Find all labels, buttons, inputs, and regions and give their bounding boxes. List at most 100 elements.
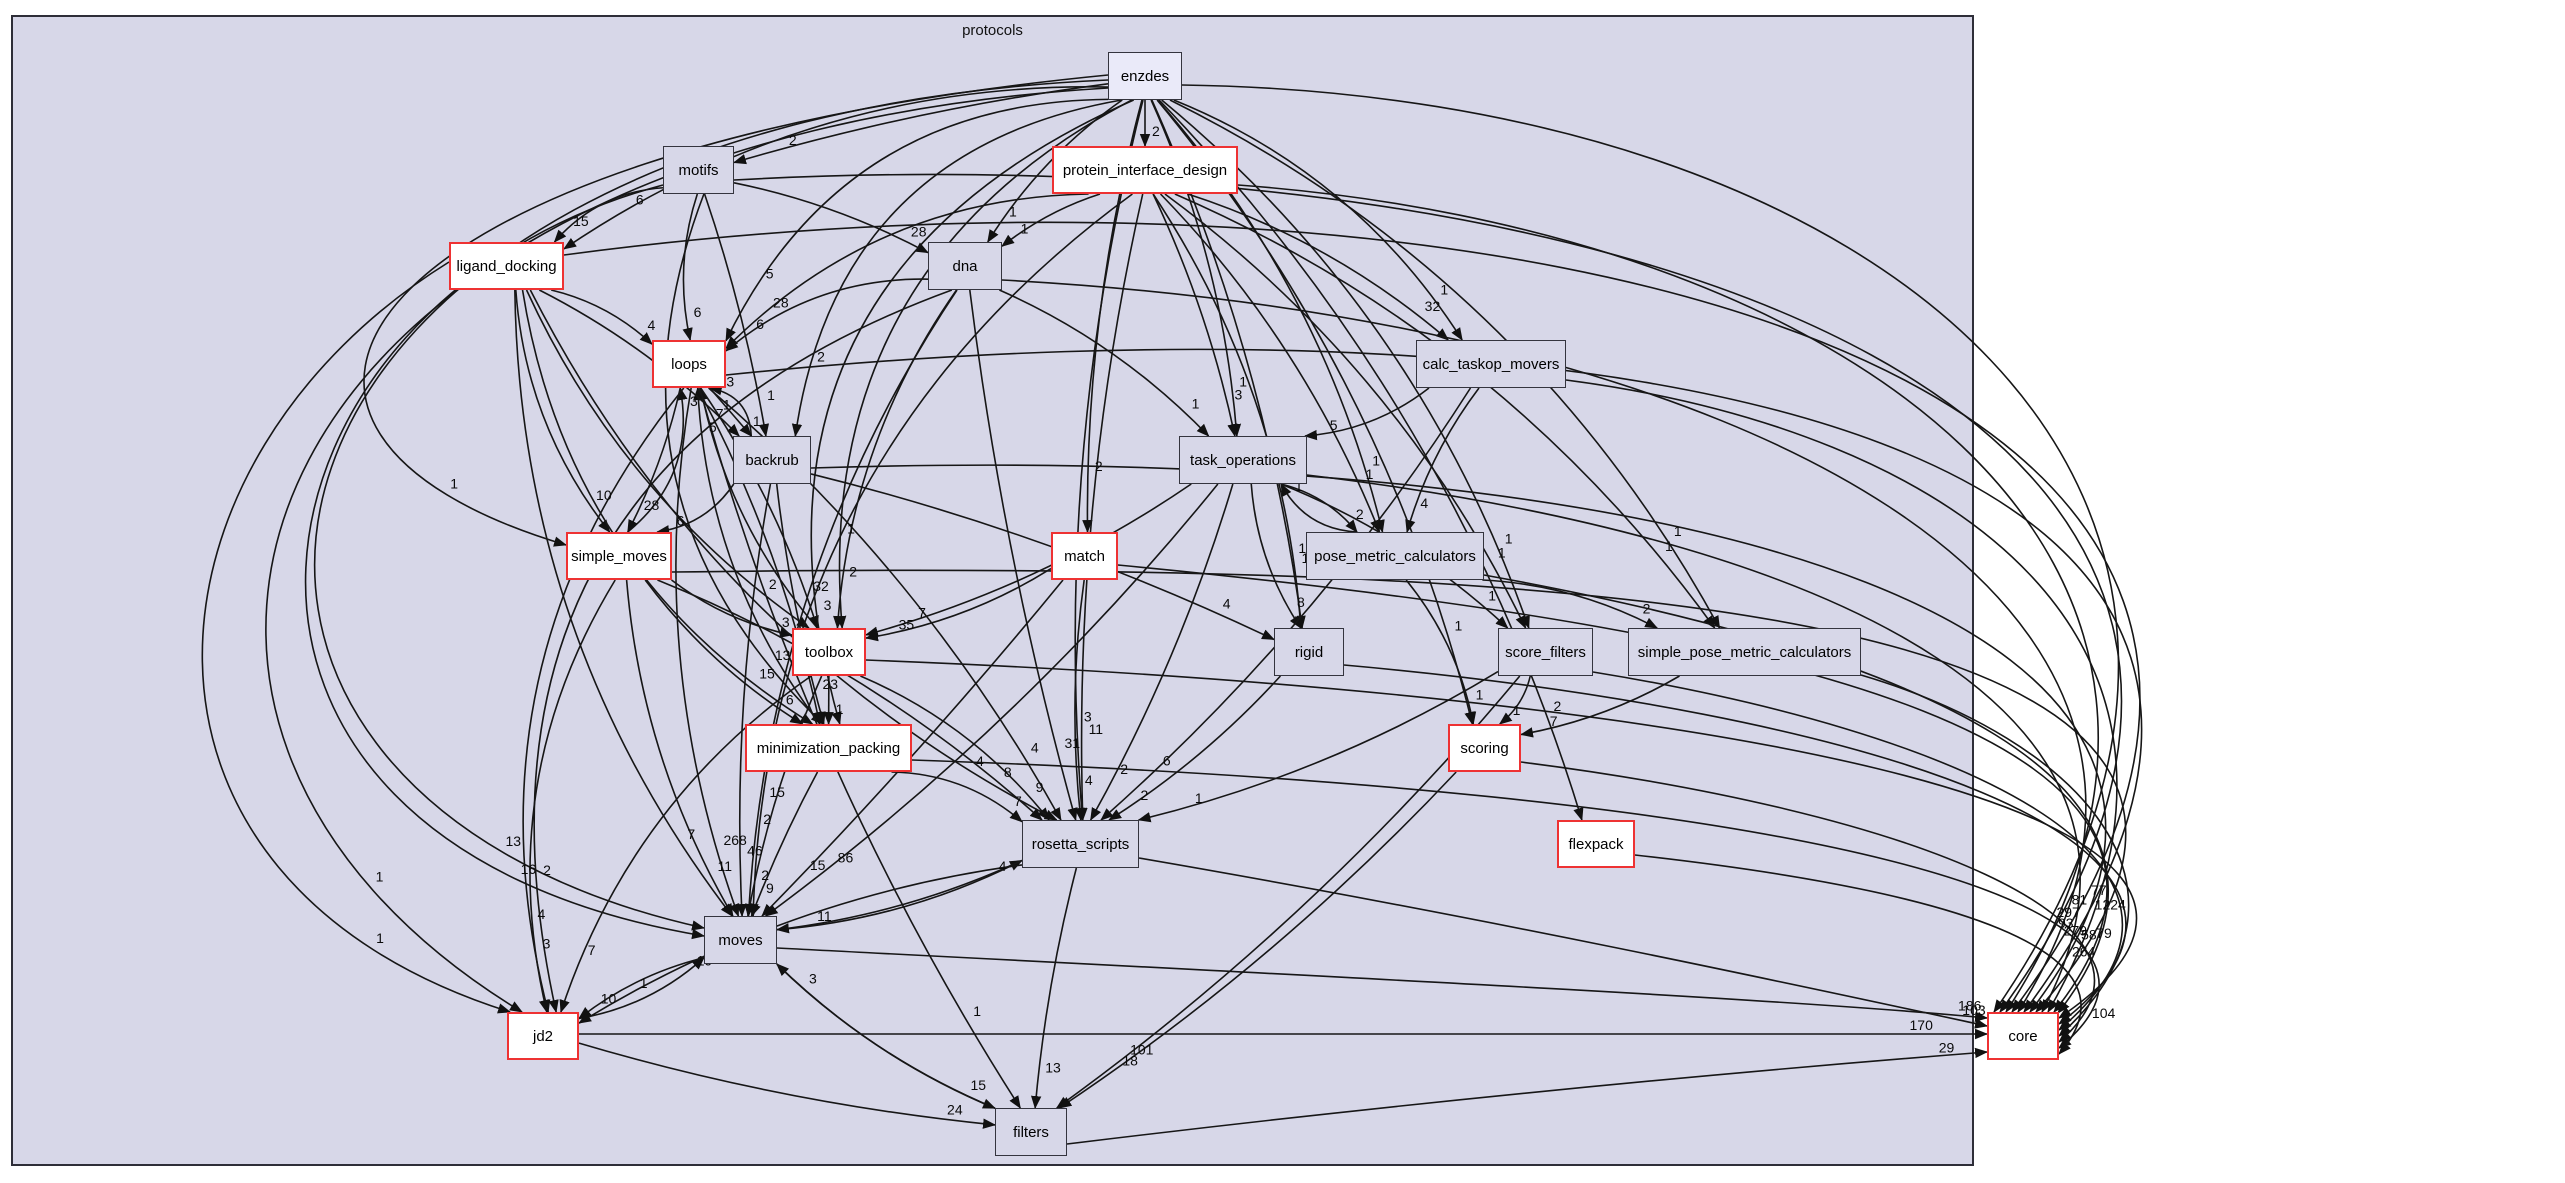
node-toolbox[interactable]: toolbox <box>792 628 866 676</box>
node-protein_interface_design[interactable]: protein_interface_design <box>1052 146 1238 194</box>
edge-count-label: 8 <box>1004 764 1012 780</box>
edge-count-label: 4 <box>999 858 1007 874</box>
node-rosetta_scripts[interactable]: rosetta_scripts <box>1022 820 1139 868</box>
edge-count-label: 1 <box>1372 453 1380 469</box>
edge-backrub-to-minimization_packing <box>775 483 826 726</box>
node-rigid[interactable]: rigid <box>1274 628 1344 676</box>
node-enzdes[interactable]: enzdes <box>1108 52 1182 100</box>
edge-enzdes-to-simple_moves <box>363 74 1109 547</box>
edge-count-label: 79 <box>2096 925 2112 941</box>
edge-loops-to-simple_moves <box>627 387 682 533</box>
edge-enzdes-to-core <box>1181 84 2120 1013</box>
edge-pose_metric_calculators-to-core <box>1483 574 2109 1014</box>
edge-count-label: 3 <box>726 374 734 390</box>
edge-count-label: 1 <box>1009 203 1017 219</box>
edge-scoring-to-core <box>1520 761 2096 1043</box>
node-flexpack[interactable]: flexpack <box>1557 820 1635 868</box>
edge-count-label: 268 <box>723 832 747 848</box>
edge-count-label: 2 <box>1152 123 1160 139</box>
node-task_operations[interactable]: task_operations <box>1179 436 1307 484</box>
edge-count-label: 1 <box>753 413 761 429</box>
node-motifs[interactable]: motifs <box>663 146 734 194</box>
edge-count-label: 29 <box>1939 1039 1955 1055</box>
edge-count-label: 46 <box>747 842 763 858</box>
edge-count-label: 4 <box>976 753 984 769</box>
edge-count-label: 1 <box>1366 466 1374 482</box>
node-minimization_packing[interactable]: minimization_packing <box>745 724 912 772</box>
edge-count-label: 1 <box>1665 538 1673 554</box>
edge-ligand_docking-to-core <box>563 221 2141 1013</box>
edge-enzdes-to-flexpack <box>1158 99 1584 821</box>
edge-count-label: 1 <box>450 476 458 492</box>
node-backrub[interactable]: backrub <box>733 436 811 484</box>
node-ligand_docking[interactable]: ligand_docking <box>449 242 564 290</box>
edge-count-label: 6 <box>1163 753 1171 769</box>
node-pose_metric_calculators[interactable]: pose_metric_calculators <box>1306 532 1484 580</box>
edge-ligand_docking-to-moves <box>514 289 733 917</box>
edge-count-label: 10 <box>601 991 617 1007</box>
node-dna[interactable]: dna <box>928 242 1002 290</box>
edge-ligand_docking-to-simple_moves <box>515 289 611 533</box>
edge-enzdes-to-ligand_docking <box>563 86 1109 250</box>
edge-rigid-to-rosetta_scripts <box>1108 675 1282 821</box>
edge-filters-to-core <box>1066 1047 1989 1145</box>
edge-count-label: 23 <box>822 676 838 692</box>
edge-count-label: 86 <box>838 849 854 865</box>
edge-ligand_docking-to-loops <box>551 289 653 345</box>
node-match[interactable]: match <box>1051 532 1118 580</box>
edge-count-label: 5 <box>709 419 717 435</box>
edge-count-label: 1 <box>1505 531 1513 547</box>
node-score_filters[interactable]: score_filters <box>1498 628 1593 676</box>
edge-count-label: 2 <box>769 576 777 592</box>
node-core[interactable]: core <box>1987 1012 2059 1060</box>
edge-simple_moves-to-jd2 <box>529 579 616 1014</box>
edge-dna-to-core <box>1001 279 2087 1013</box>
edge-count-label: 3 <box>809 970 817 986</box>
node-loops[interactable]: loops <box>652 340 726 388</box>
edge-count-label: 2 <box>1356 506 1364 522</box>
edge-count-label: 4 <box>1223 596 1231 612</box>
edge-enzdes-to-minimization_packing <box>810 99 1135 726</box>
edge-count-label: 3 <box>690 393 698 409</box>
edge-count-label: 1 <box>1440 281 1448 297</box>
edge-score_filters-to-core <box>1592 671 2124 1031</box>
node-simple_moves[interactable]: simple_moves <box>566 532 672 580</box>
node-filters[interactable]: filters <box>995 1108 1067 1156</box>
edge-motifs-to-ligand_docking <box>553 186 664 243</box>
edge-motifs-to-dna <box>733 182 929 254</box>
edge-moves-to-filters <box>776 963 996 1109</box>
edge-jd2-to-filters <box>578 1042 997 1129</box>
edge-count-label: 1 <box>973 1003 981 1019</box>
edge-count-label: 1 <box>1498 544 1506 560</box>
node-simple_pose_metric_calculators[interactable]: simple_pose_metric_calculators <box>1628 628 1861 676</box>
edge-count-label: 15 <box>769 784 785 800</box>
edge-count-label: 4 <box>537 906 545 922</box>
edge-simple_pose_metric_calculators-to-scoring <box>1519 675 1680 738</box>
edge-count-label: 32 <box>813 578 829 594</box>
node-calc_taskop_movers[interactable]: calc_taskop_movers <box>1416 340 1566 388</box>
edge-count-label: 1 <box>1195 790 1203 806</box>
edge-count-label: 11 <box>717 858 732 874</box>
node-scoring[interactable]: scoring <box>1448 724 1521 772</box>
edge-minimization_packing-to-core <box>911 759 2100 1049</box>
edge-calc_taskop_movers-to-pose_metric_calculators <box>1405 387 1480 533</box>
edge-protein_interface_design-to-core <box>1237 184 2100 1013</box>
edge-count-label: 4 <box>1085 772 1093 788</box>
edge-simple_pose_metric_calculators-to-core <box>1860 674 2130 1037</box>
edge-count-label: 6 <box>694 304 702 320</box>
edge-simple_moves-to-minimization_packing <box>644 579 804 725</box>
edge-count-label: 279 <box>2064 922 2088 938</box>
edge-count-label: 1 <box>847 521 855 537</box>
edge-minimization_packing-to-moves <box>750 771 819 917</box>
edge-simple_moves-to-loops <box>627 386 688 533</box>
edge-dna-to-jd2 <box>533 289 953 1014</box>
node-jd2[interactable]: jd2 <box>507 1012 579 1060</box>
edge-enzdes-to-jd2 <box>265 87 1109 1013</box>
edge-count-label: 2 <box>543 862 551 878</box>
edge-count-label: 77 <box>2091 882 2107 898</box>
edge-count-label: 1 <box>767 387 775 403</box>
node-moves[interactable]: moves <box>704 916 777 964</box>
edge-minimization_packing-to-loops <box>693 386 821 725</box>
edge-motifs-to-minimization_packing <box>664 193 824 725</box>
edge-enzdes-to-simple_pose_metric_calculators <box>1169 99 1721 629</box>
